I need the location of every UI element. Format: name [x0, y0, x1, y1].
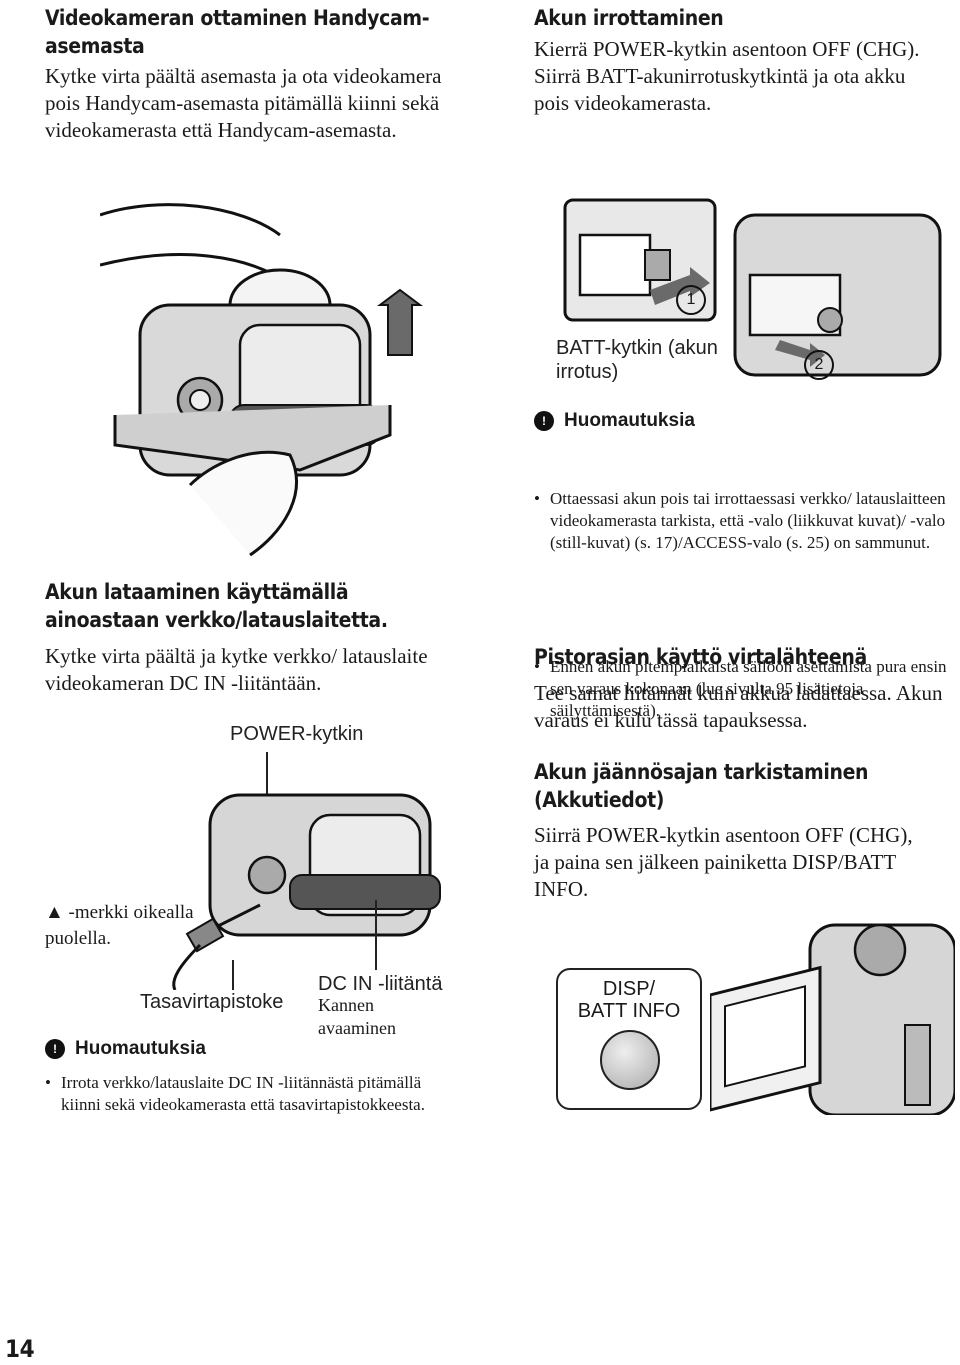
- label-dc-plug: Tasavirtapistoke: [140, 991, 284, 1013]
- leader-line: [375, 900, 377, 970]
- body-remove-battery: Kierrä POWER-kytkin asentoon OFF (CHG). …: [534, 37, 920, 115]
- page-number: 14: [5, 1335, 35, 1363]
- label-cover-open: Kannen avaaminen: [318, 995, 396, 1038]
- note-title-text: Huomautuksia: [564, 410, 695, 431]
- dc-in-illustration: [172, 793, 441, 990]
- note-title-text: Huomautuksia: [75, 1038, 206, 1059]
- note-icon: !: [45, 1039, 65, 1059]
- label-batt-switch: BATT-kytkin (akun irrotus): [556, 337, 718, 383]
- battery-illustration: [563, 198, 942, 377]
- heading-battery-info: Akun jäännösajan tarkistaminen (Akkutied…: [534, 760, 869, 812]
- leader-line: [232, 960, 234, 990]
- note-item: Ennen akun pitempiaikaista säilöön asett…: [534, 656, 960, 722]
- step-1-badge: 1: [676, 285, 706, 315]
- camcorder-lcd-illustration: [710, 923, 955, 1115]
- step-2-badge: 2: [804, 350, 834, 380]
- label-dc-in: DC IN -liitäntä: [318, 973, 443, 995]
- disp-label-line2: BATT INFO: [577, 1000, 681, 1022]
- note-title-right: ! Huomautuksia: [534, 410, 695, 432]
- note-title-left: ! Huomautuksia: [45, 1038, 206, 1060]
- disp-batt-info-button: [600, 1030, 660, 1090]
- body-wall-outlet: Tee samat liitännät kuin akkua ladattaes…: [534, 681, 943, 732]
- body-battery-info: Siirrä POWER-kytkin asentoon OFF (CHG), …: [534, 823, 913, 901]
- body-remove-from-station: Kytke virta päältä asemasta ja ota video…: [45, 64, 442, 142]
- page-number-tab: [0, 1330, 36, 1365]
- note-item: Irrota verkko/latauslaite DC IN -liitänn…: [45, 1072, 461, 1116]
- heading-charge-adapter: Akun lataaminen käyttämällä ainoastaan v…: [45, 580, 388, 632]
- note-item: Ottaessasi akun pois tai irrottaessasi v…: [534, 488, 960, 554]
- heading-remove-from-station: Videokameran ottaminen Handycam-asemasta: [45, 6, 430, 58]
- heading-wall-outlet: Pistorasian käyttö virtalähteenä: [534, 645, 867, 669]
- camcorder-station-illustration: [100, 203, 423, 557]
- body-charge-adapter: Kytke virta päältä ja kytke verkko/ lata…: [45, 644, 428, 695]
- disp-batt-info-panel: DISP/ BATT INFO: [556, 968, 702, 1110]
- note-icon: !: [534, 411, 554, 431]
- label-power-switch: POWER-kytkin: [230, 723, 364, 745]
- label-marker: ▲ -merkki oikealla puolella.: [45, 902, 194, 949]
- disp-label-line1: DISP/: [602, 978, 656, 1000]
- heading-remove-battery: Akun irrottaminen: [534, 6, 724, 30]
